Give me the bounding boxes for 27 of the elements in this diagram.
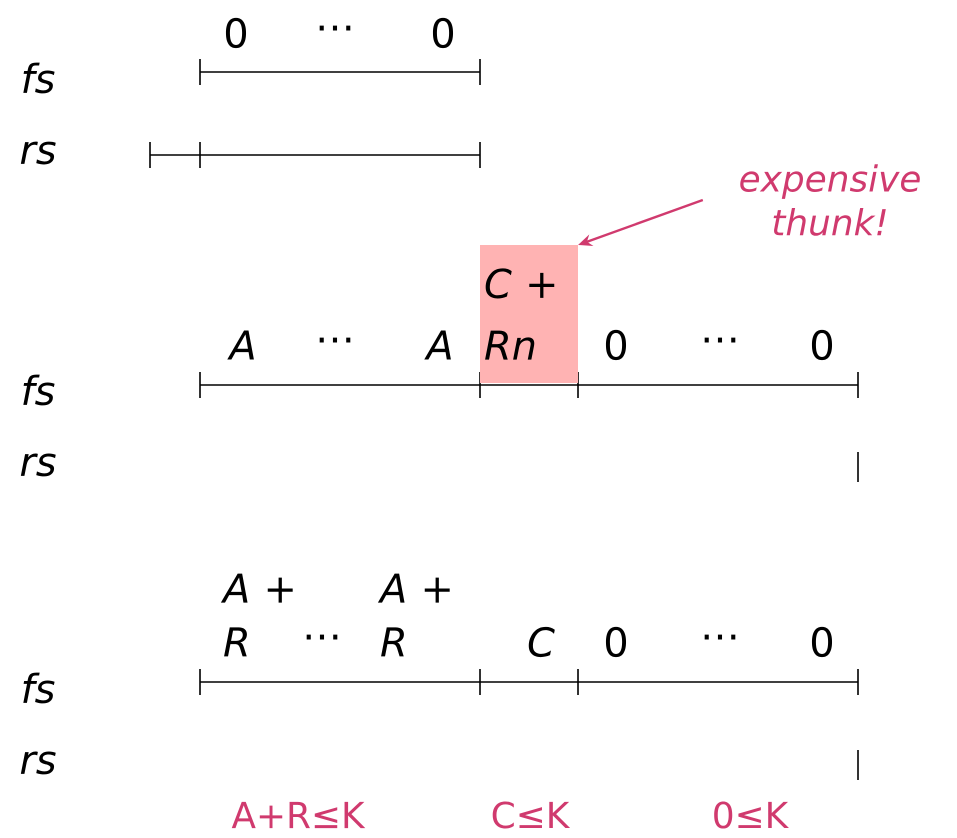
symbol-label: A + R [378, 574, 450, 656]
symbol-label: rs [20, 454, 56, 476]
cell-label: C + Rn [485, 268, 554, 360]
symbol-label: A [227, 330, 254, 360]
symbol-label: rs [20, 142, 56, 164]
symbol-label: C [528, 626, 555, 658]
symbol-label: fs [23, 374, 55, 406]
symbol-label: rs [20, 752, 56, 774]
symbol-label: ⋯ [306, 634, 338, 640]
symbol-label: ⋯ [704, 338, 736, 342]
symbol-label: 0 [432, 18, 454, 48]
symbol-label: ⋯ [320, 26, 350, 30]
symbol-label: 0 [226, 18, 246, 48]
annotation: A+R≤K [232, 802, 366, 828]
annotation: 0≤K [714, 801, 789, 829]
symbol-label: fs [23, 672, 55, 704]
symbol-label: 0 [606, 330, 626, 360]
annotation: C≤K [492, 801, 570, 829]
symbol-label: ⋯ [704, 634, 736, 640]
symbol-label: A + R [220, 574, 293, 656]
symbol-label: 0 [606, 626, 626, 658]
symbol-label: 0 [812, 626, 832, 658]
symbol-label: ⋯ [320, 338, 350, 342]
symbol-label: A [424, 330, 451, 360]
symbol-label: fs [23, 62, 55, 94]
annotation: expensive thunk! [740, 164, 920, 236]
symbol-label: 0 [812, 330, 832, 360]
